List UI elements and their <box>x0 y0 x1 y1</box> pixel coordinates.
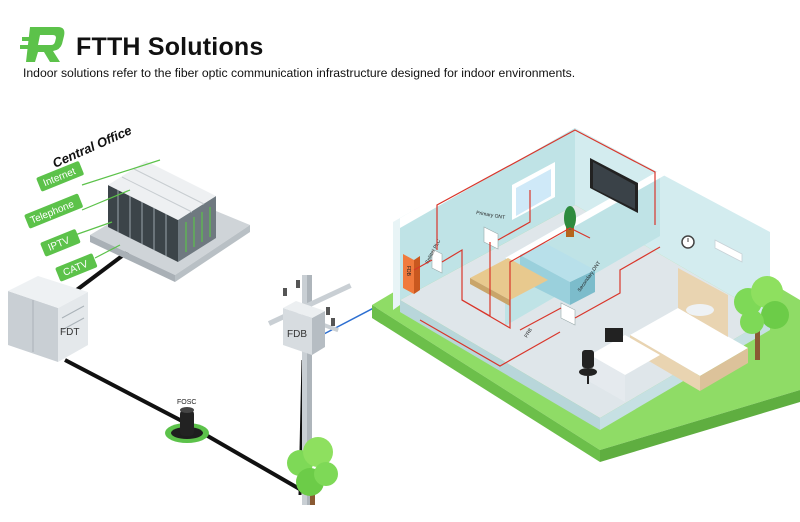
frb-label: FRB <box>524 327 535 339</box>
fdt-cabinet: FDT <box>8 276 88 362</box>
service-tag-iptv: IPTV <box>40 229 81 257</box>
service-tag-telephone: Telephone <box>24 193 83 229</box>
primary-ont-label: Primary ONT <box>476 210 506 221</box>
house-fdb-label: FDB <box>405 266 411 277</box>
central-office-servers <box>90 161 250 282</box>
page-subtitle: Indoor solutions refer to the fiber opti… <box>23 66 576 80</box>
house: FDB Splitter PLC Primary ONT Secondary O… <box>372 118 800 462</box>
fdt-label: FDT <box>60 327 79 338</box>
central-office-label: Central Office <box>50 122 134 170</box>
feeder-cable <box>68 248 132 297</box>
tree-right <box>734 276 789 360</box>
page-title: FTTH Solutions <box>76 33 264 61</box>
fosc-closure: FOSC <box>165 399 209 443</box>
utility-pole: FDB <box>267 275 352 505</box>
fdb-label: FDB <box>287 329 307 340</box>
fosc-label: FOSC <box>177 399 196 406</box>
tree-near-pole <box>287 437 338 505</box>
